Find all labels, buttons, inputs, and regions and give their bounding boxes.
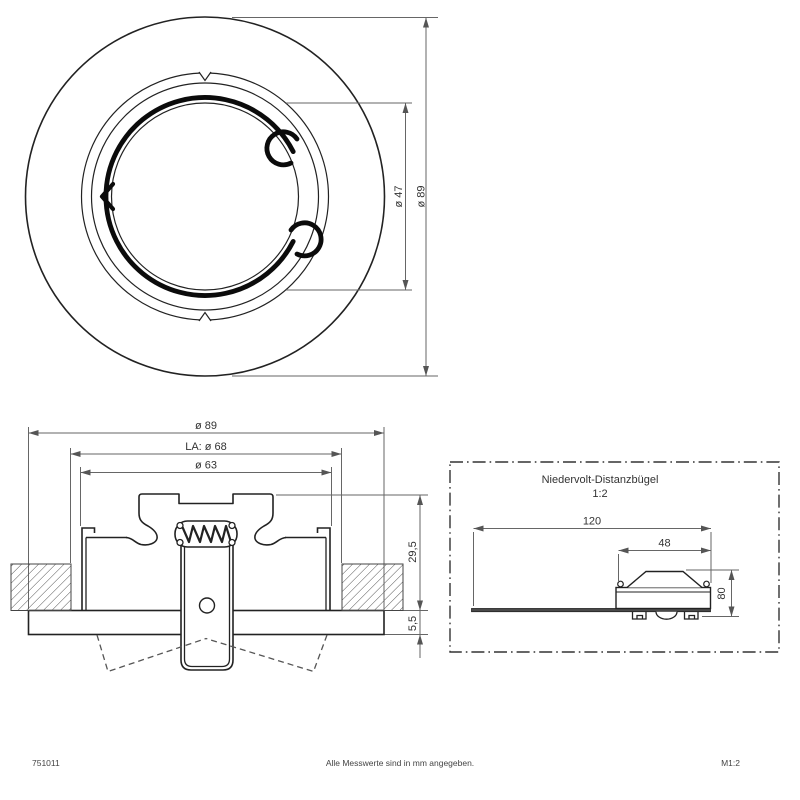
bracket-hole bbox=[198, 597, 216, 614]
outer-rim-circle bbox=[24, 16, 386, 377]
section-outer-diameter-label: ø 89 bbox=[195, 420, 217, 432]
bracket-screw-left bbox=[617, 580, 624, 588]
coil-end-top-right bbox=[228, 521, 236, 530]
top-notch-mask bbox=[199, 71, 211, 81]
bracket-width-label: 48 bbox=[658, 538, 670, 550]
retaining-spring-ring bbox=[103, 95, 296, 298]
bracket-center-bump bbox=[655, 611, 678, 620]
article-number: 751011 bbox=[32, 758, 60, 768]
footer: 751011 Alle Messwerte sind in mm angegeb… bbox=[32, 758, 740, 768]
front-view: ø 47 ø 89 bbox=[24, 16, 438, 377]
bottom-notch-mask bbox=[199, 312, 211, 322]
section-cutout-label: LA: ø 68 bbox=[185, 441, 227, 453]
flange-height-label: 5,5 bbox=[407, 616, 419, 631]
ceiling-section-right bbox=[341, 563, 404, 611]
spring-hook-upper bbox=[264, 129, 300, 168]
height-label: 80 bbox=[716, 587, 728, 599]
bracket-clip-right bbox=[683, 611, 699, 620]
bracket-rail bbox=[471, 608, 711, 613]
lamp-opening-circle bbox=[110, 102, 300, 291]
bracket-clip-left bbox=[631, 611, 647, 620]
spring-kink bbox=[99, 181, 116, 212]
inset-dashdot-border bbox=[449, 461, 780, 653]
front-view-inner-diameter-label: ø 47 bbox=[393, 185, 405, 207]
lamp-holder-profile bbox=[125, 493, 287, 546]
clip-swing-dashed-right bbox=[205, 634, 328, 673]
can-wall-left bbox=[81, 527, 96, 611]
coil-end-bottom-right bbox=[228, 538, 236, 547]
top-notch bbox=[198, 71, 212, 82]
drawing-scale: M1:2 bbox=[721, 758, 740, 768]
can-wall-right bbox=[316, 527, 331, 611]
front-view-outer-diameter-label: ø 89 bbox=[416, 185, 428, 207]
measurement-note: Alle Messwerte sind in mm angegeben. bbox=[326, 758, 474, 768]
ceiling-section-left bbox=[10, 563, 72, 611]
inset-title: Niedervolt-Distanzbügel bbox=[542, 474, 659, 486]
inset-distance-bracket: Niedervolt-Distanzbügel 1:2 120 48 80 bbox=[449, 461, 780, 653]
coil-end-top-left bbox=[176, 521, 184, 530]
spring-hook-lower bbox=[288, 220, 324, 259]
trim-ring-inner-circle bbox=[90, 82, 320, 311]
section-view: ø 89 LA: ø 68 ø 63 29,5 5,5 bbox=[10, 420, 428, 673]
bottom-notch bbox=[198, 311, 212, 322]
bracket-screw-right bbox=[703, 580, 710, 588]
recess-depth-label: 29,5 bbox=[407, 541, 419, 562]
inset-scale: 1:2 bbox=[592, 488, 607, 500]
coil-end-bottom-left bbox=[176, 538, 184, 547]
length-label: 120 bbox=[583, 516, 601, 528]
spring-coil-windings bbox=[180, 524, 233, 544]
clip-swing-dashed-left bbox=[96, 634, 207, 673]
bracket-block bbox=[615, 586, 712, 610]
section-can-diameter-label: ø 63 bbox=[195, 460, 217, 472]
bracket-trapezoid bbox=[626, 570, 703, 589]
